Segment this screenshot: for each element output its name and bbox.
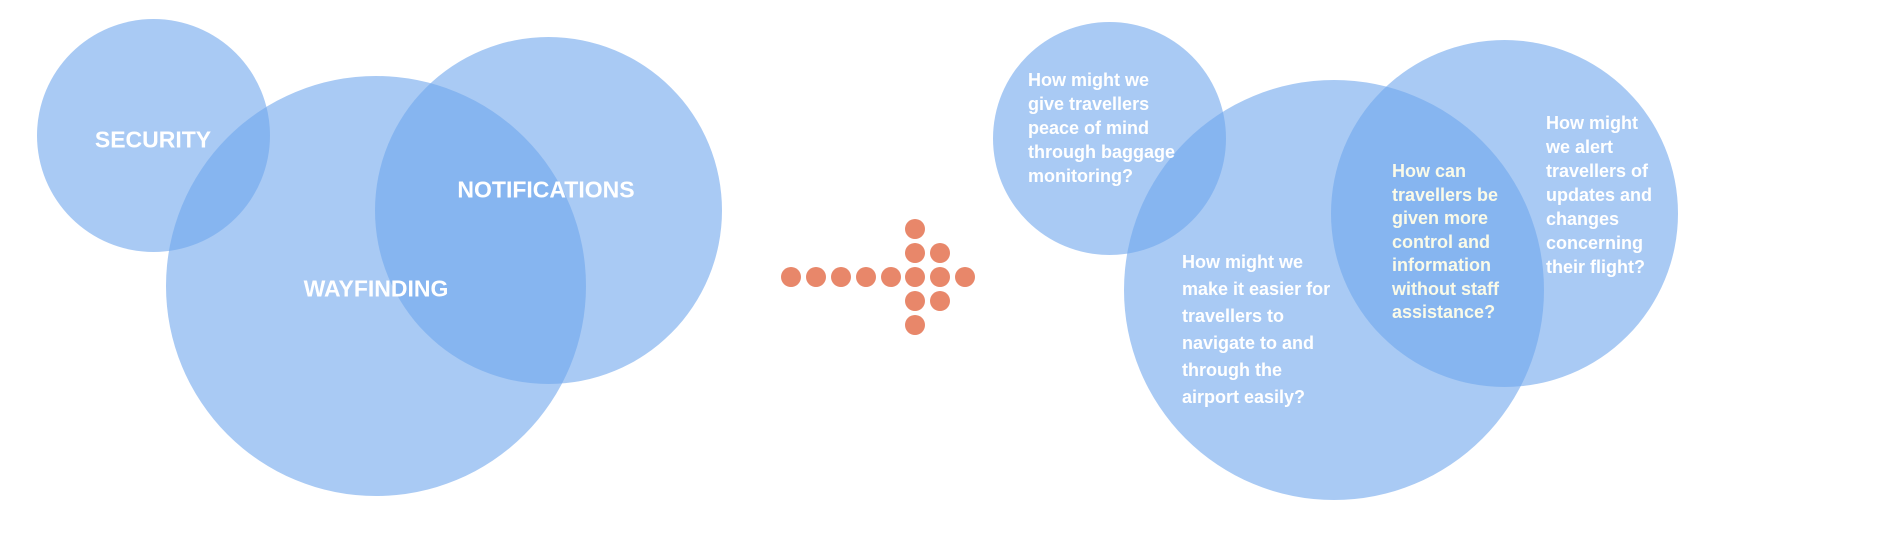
arrow-dot <box>881 267 901 287</box>
security-label: SECURITY <box>94 126 212 153</box>
notifications-question-circle <box>1331 40 1678 387</box>
arrow-dot <box>905 267 925 287</box>
notifications-label: NOTIFICATIONS <box>457 176 635 203</box>
arrow-dot <box>955 267 975 287</box>
arrow-dot <box>905 315 925 335</box>
arrow-dot <box>856 267 876 287</box>
overlap-question: How can travellers be given more control… <box>1392 161 1499 322</box>
wayfinding-question: How might we make it easier for travelle… <box>1182 252 1331 407</box>
notifications-question: How might we alert travellers of updates… <box>1546 113 1653 277</box>
arrow-dot <box>930 291 950 311</box>
security-question: How might we give travellers peace of mi… <box>1028 70 1175 186</box>
arrow-dot <box>831 267 851 287</box>
arrow-dot <box>930 267 950 287</box>
arrow-dot <box>905 219 925 239</box>
notifications-circle <box>375 37 722 384</box>
arrow-dot <box>905 243 925 263</box>
arrow-dot <box>781 267 801 287</box>
arrow-dot <box>930 243 950 263</box>
wayfinding-label: WAYFINDING <box>303 275 449 302</box>
arrow-dot <box>806 267 826 287</box>
arrow-dot <box>905 291 925 311</box>
